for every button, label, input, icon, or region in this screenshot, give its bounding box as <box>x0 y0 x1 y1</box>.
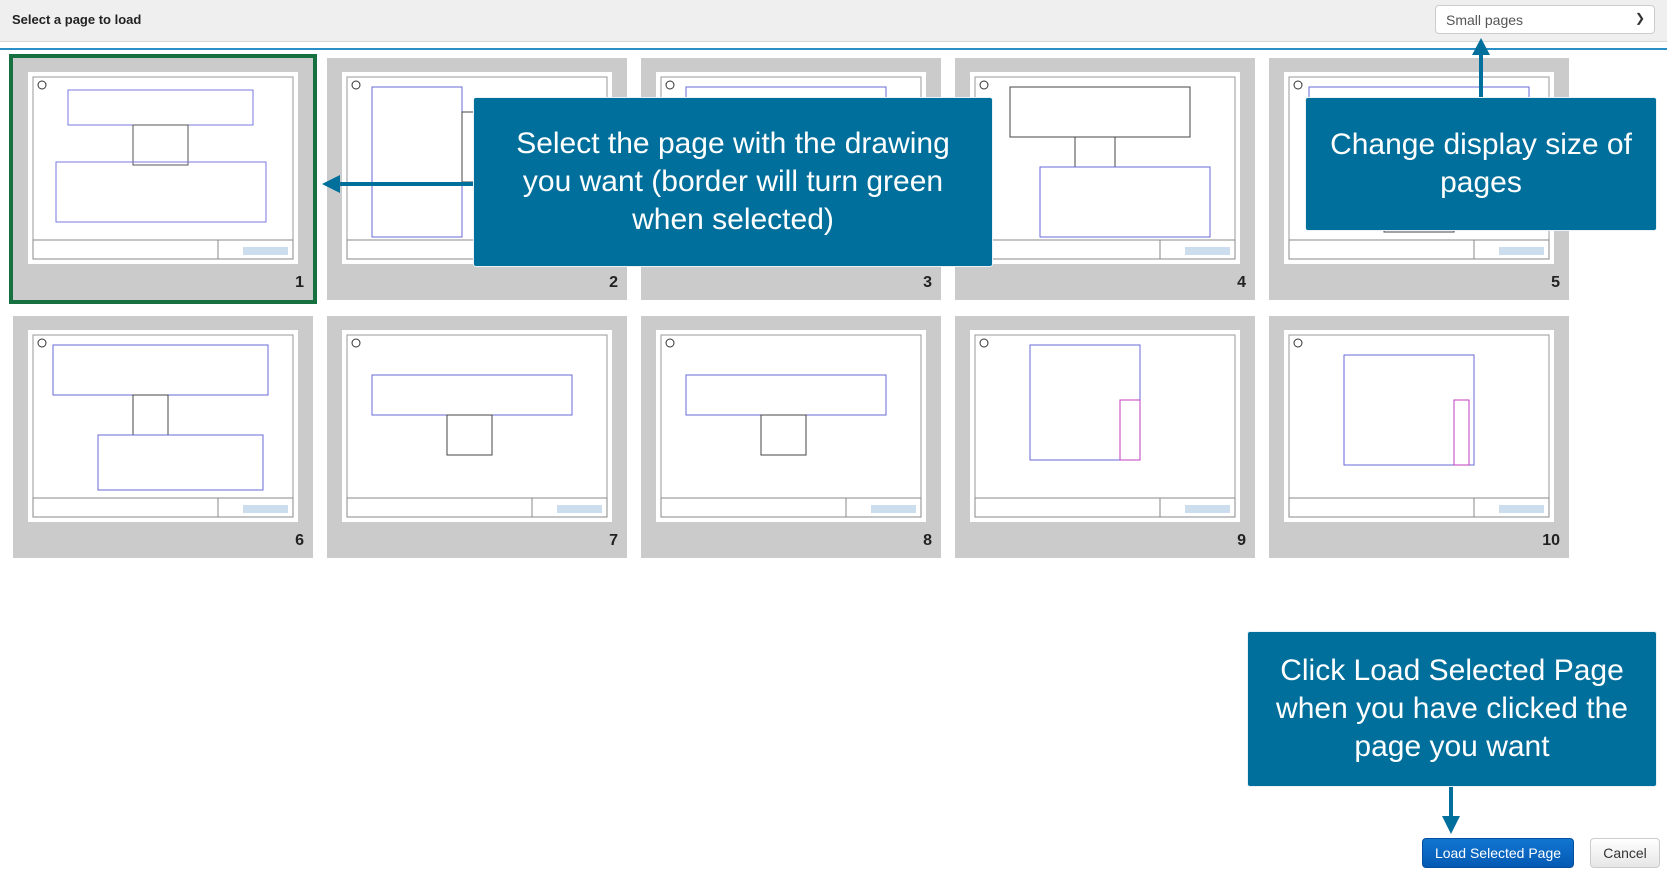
page-thumbnail-8[interactable]: 8 <box>641 316 941 558</box>
page-preview-image <box>656 330 926 522</box>
page-preview-image <box>970 330 1240 522</box>
page-number: 2 <box>609 274 618 291</box>
page-number: 9 <box>1237 532 1246 549</box>
page-thumbnail-1[interactable]: 1 <box>9 54 317 304</box>
page-thumbnail-4[interactable]: 4 <box>955 58 1255 300</box>
page-size-selected: Small pages <box>1446 12 1524 28</box>
callout-load-page: Click Load Selected Page when you have c… <box>1247 631 1657 787</box>
cancel-button[interactable]: Cancel <box>1590 838 1660 868</box>
page-number: 6 <box>295 532 304 549</box>
dialog-header: Select a page to load Small pages ❯ <box>0 0 1667 42</box>
page-preview-image <box>28 72 298 264</box>
callout-select-page: Select the page with the drawing you wan… <box>473 97 993 267</box>
page-number: 4 <box>1237 274 1246 291</box>
page-preview-image <box>1284 330 1554 522</box>
arrowhead-down-icon <box>1442 816 1460 834</box>
chevron-down-icon: ❯ <box>1634 11 1645 25</box>
dialog-title: Select a page to load <box>12 12 142 27</box>
page-thumbnail-6[interactable]: 6 <box>13 316 313 558</box>
page-number: 5 <box>1551 274 1560 291</box>
page-preview-image <box>28 330 298 522</box>
callout-display-size: Change display size of pages <box>1305 97 1657 231</box>
page-number: 7 <box>609 532 618 549</box>
header-divider <box>0 48 1667 50</box>
page-thumbnail-10[interactable]: 10 <box>1269 316 1569 558</box>
load-selected-page-button[interactable]: Load Selected Page <box>1422 838 1574 868</box>
page-number: 8 <box>923 532 932 549</box>
page-number: 3 <box>923 274 932 291</box>
page-preview-image <box>970 72 1240 264</box>
page-number: 10 <box>1542 532 1560 549</box>
page-size-select[interactable]: Small pages ❯ <box>1435 5 1655 34</box>
page-thumbnail-7[interactable]: 7 <box>327 316 627 558</box>
page-number: 1 <box>295 274 304 291</box>
page-thumbnail-9[interactable]: 9 <box>955 316 1255 558</box>
page-preview-image <box>342 330 612 522</box>
